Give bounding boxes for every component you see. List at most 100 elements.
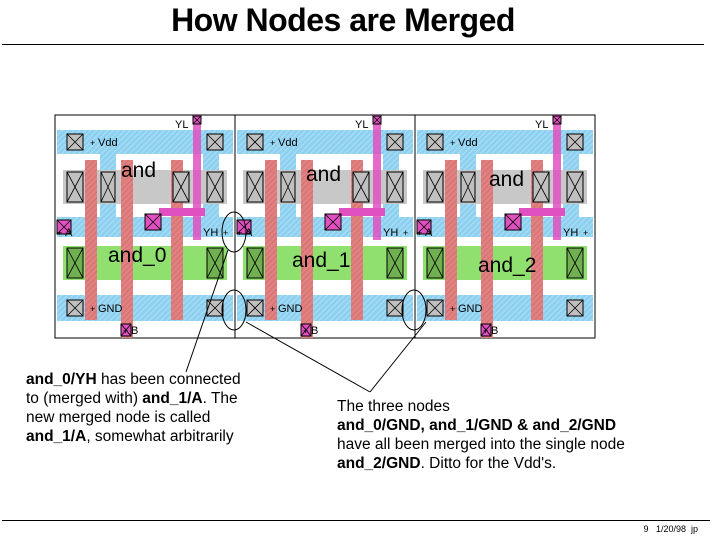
- cell-1-input-b-contact-x2: [120, 323, 132, 337]
- cell-3-poly-a: [445, 160, 457, 320]
- cell-3-type-label: and: [489, 168, 524, 191]
- cell-2-contact-p-1-x2: [246, 171, 264, 203]
- cell-3-poly-b: [481, 160, 493, 338]
- cell-1-poly-b: [121, 160, 133, 338]
- cell-1-contact-gnd-2-x2: [206, 299, 224, 317]
- cell-1-contact-vdd-2-x2: [206, 133, 224, 151]
- cell-2-contact-p-3-x2: [352, 171, 370, 203]
- cell-3-yh-plus: +: [583, 228, 588, 238]
- cell-1-yh-label: YH: [203, 227, 218, 239]
- cell-3-instance-label: and_2: [478, 254, 536, 277]
- cell-3-yh-label: YH: [563, 227, 578, 239]
- cell-1-poly-a: [85, 160, 97, 320]
- node-and1-a: and_1/A: [142, 390, 203, 407]
- cell-1-contact-gnd-1-x2: [66, 299, 84, 317]
- cell-2-poly-contact-x2: [324, 213, 342, 231]
- cell-3-contact-n-1-x2: [426, 247, 444, 279]
- cell-2-gnd-plus: +: [270, 304, 275, 314]
- cell-2-input-a-contact-x2: [236, 219, 252, 235]
- cell-1-yh-plus: +: [223, 228, 228, 238]
- leader-line-right-2: [369, 321, 427, 393]
- cell-3-contact-p-1-x2: [426, 171, 444, 203]
- cell-3-yl-strip: [553, 115, 561, 240]
- cell-2-contact-p-2-x2: [280, 171, 296, 203]
- cell-3-yl-contact-x2: [552, 115, 562, 125]
- cell-2-contact-p-4-x2: [386, 171, 404, 203]
- node-and0-yh: and_0/YH: [26, 371, 97, 388]
- cell-1-vdd-rail: [57, 130, 233, 154]
- cell-3-input-b-contact-x2: [480, 323, 492, 337]
- cell-2-input-b-contact-x2: [300, 323, 312, 337]
- cell-3-b-label: B: [491, 325, 498, 337]
- cell-2-poly-b: [301, 160, 313, 338]
- cell-1-b-label: B: [131, 325, 138, 337]
- note-left: and_0/YH has been connected to (merged w…: [26, 370, 241, 446]
- merge-ellipse-gnd-1: [221, 289, 247, 331]
- cell-1-yl-label: YL: [175, 119, 188, 131]
- note-left-line-1: and_0/YH has been connected: [26, 371, 241, 388]
- cell-2-b-label: B: [311, 325, 318, 337]
- cell-3-a-plus: +: [417, 228, 422, 238]
- cell-2-yl-label: YL: [355, 119, 368, 131]
- cell-3-contact-p-3-x2: [532, 171, 550, 203]
- footer-page-info: 9 1/20/98 jp: [643, 524, 698, 534]
- cell-1-instance-label: and_0: [108, 244, 166, 267]
- cell-3-contact-vdd-1-x2: [426, 133, 444, 151]
- note-right: The three nodes and_0/GND, and_1/GND & a…: [337, 397, 625, 473]
- cell-1-contact-n-2-x2: [206, 247, 224, 279]
- cell-3-vdd-rail: [417, 130, 593, 154]
- merge-ellipse-gnd-2: [401, 289, 427, 331]
- leader-line-left: [185, 249, 229, 373]
- node-and2-gnd: and_2/GND: [337, 455, 421, 472]
- cell-2-a-plus: +: [237, 228, 242, 238]
- cell-3-contact-vdd-2-x2: [566, 133, 584, 151]
- cell-3-contact-n-2-x2: [566, 247, 584, 279]
- cell-1-contact-p-4-x2: [206, 171, 224, 203]
- cell-2-contact-n-1-x2: [246, 247, 264, 279]
- note-left-line-4: and_1/A, somewhat arbitrarily: [26, 428, 234, 445]
- cell-1-yl-contact-x2: [192, 115, 202, 125]
- cell-3-a-label: A: [425, 227, 433, 239]
- cell-2-contact-vdd-2-x2: [386, 133, 404, 151]
- node-merged-name: and_1/A: [26, 428, 87, 445]
- cell-3-gnd-plus: +: [450, 304, 455, 314]
- leader-line-right-1: [245, 321, 371, 393]
- note-right-line-3: have all been merged into the single nod…: [337, 436, 625, 453]
- footer-rule: [2, 520, 710, 521]
- cell-1-type-label: and: [121, 159, 156, 182]
- cell-3-poly-contact-x2: [504, 213, 522, 231]
- cell-3-input-a-contact-x2: [416, 219, 432, 235]
- cell-1-contact-p-3-x2: [172, 171, 190, 203]
- merge-ellipse-yh-a: [221, 211, 247, 253]
- cell-3-contact-gnd-1-x2: [426, 299, 444, 317]
- note-left-line-3: new merged node is called: [26, 409, 211, 426]
- note-right-line-4: and_2/GND. Ditto for the Vdd's.: [337, 455, 557, 472]
- cell-2-type-label: and: [306, 163, 341, 186]
- cell-3-contact-gnd-2-x2: [566, 299, 584, 317]
- cell-2-yh-label: YH: [383, 227, 398, 239]
- title-rule: [2, 44, 704, 45]
- cell-2-contact-n-2-x2: [386, 247, 404, 279]
- cell-1-a-plus: +: [57, 228, 62, 238]
- cell-3-b-plus: +: [483, 326, 488, 336]
- cell-3-gnd-label: GND: [458, 303, 483, 315]
- cell-2-a-label: A: [245, 227, 253, 239]
- gnd-nodes-list: and_0/GND, and_1/GND & and_2/GND: [337, 417, 617, 434]
- cell-2-contact-gnd-1-x2: [246, 299, 264, 317]
- note-right-line-2: and_0/GND, and_1/GND & and_2/GND: [337, 416, 625, 435]
- cell-2-b-plus: +: [303, 326, 308, 336]
- cell-2-yl-contact-x2: [372, 115, 382, 125]
- cell-2-yl-strip: [373, 115, 381, 240]
- cell-2-vdd-label: Vdd: [278, 137, 298, 149]
- cell-2-vdd-rail: [237, 130, 413, 154]
- cell-1-via-bar: [159, 208, 205, 216]
- cell-1-yl-strip: [193, 115, 201, 240]
- cell-2-poly-a: [265, 160, 277, 320]
- cell-2-instance-label: and_1: [292, 249, 350, 272]
- cell-3-contact-p-4-x2: [566, 171, 584, 203]
- cell-1-gnd-label: GND: [98, 303, 123, 315]
- cell-1-b-plus: +: [123, 326, 128, 336]
- cell-1-contact-n-1-x2: [66, 247, 84, 279]
- page-title: How Nodes are Merged: [171, 2, 515, 38]
